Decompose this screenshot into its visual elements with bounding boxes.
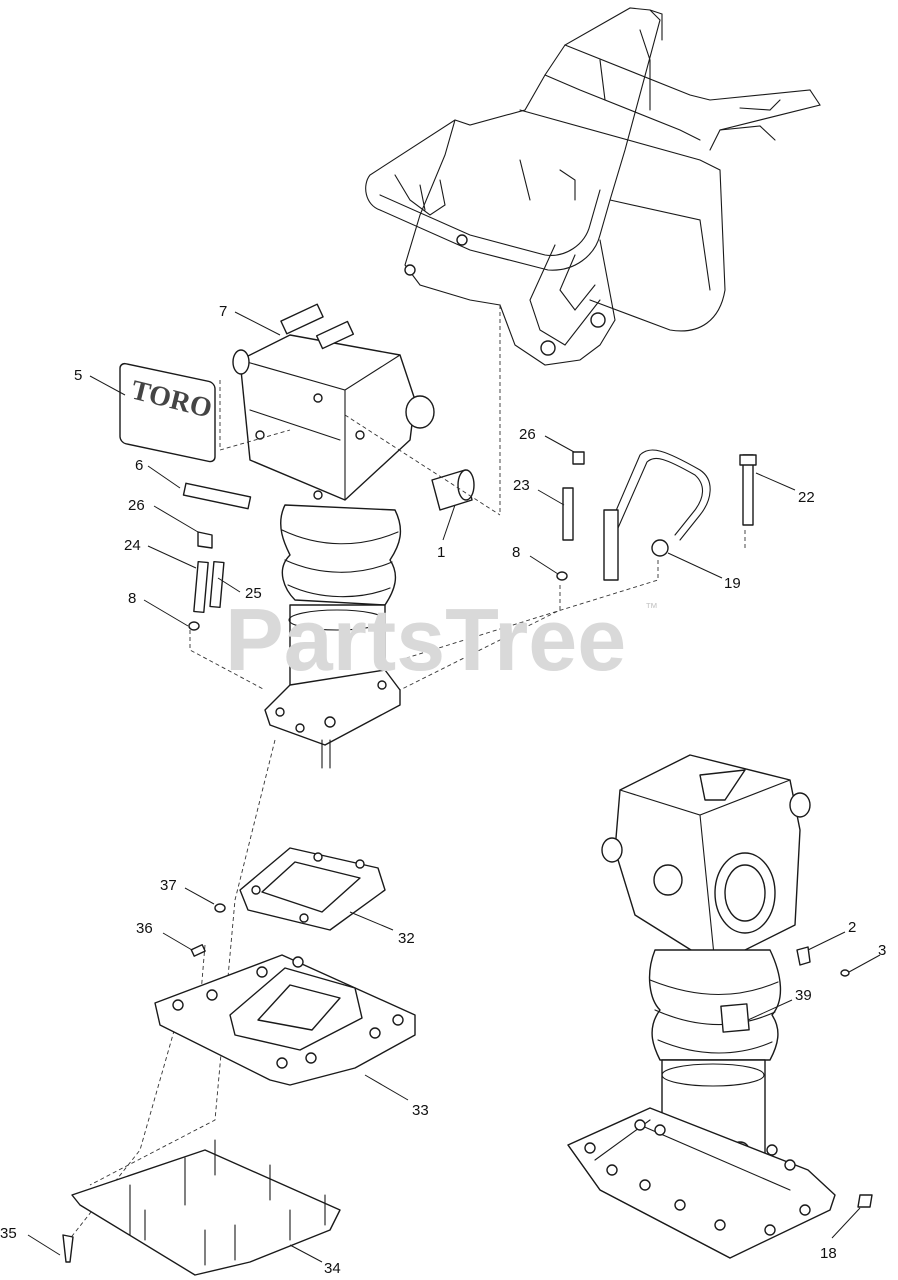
callout-39: 39: [795, 987, 812, 1004]
callout-34: 34: [324, 1260, 341, 1277]
callout-35: 35: [0, 1225, 17, 1242]
callout-26-left: 26: [128, 497, 145, 514]
callout-25: 25: [245, 585, 262, 602]
part-6-decal-strip: [182, 482, 252, 510]
callout-6: 6: [135, 457, 143, 474]
handle-frame: [365, 7, 821, 366]
part-32-gasket: [239, 847, 386, 931]
callout-leaders: [27, 311, 881, 1263]
watermark: PartsTree ™: [225, 590, 658, 689]
callout-19: 19: [724, 575, 741, 592]
callout-8-left: 8: [128, 590, 136, 607]
right-bolt-set: [556, 451, 757, 581]
watermark-trademark: ™: [645, 600, 658, 615]
callout-22: 22: [798, 489, 815, 506]
callout-labels: 7 5 6 26 24 25 8 1 26 23 8 22 19 37 36 3…: [0, 303, 886, 1277]
callout-5: 5: [74, 367, 82, 384]
callout-37: 37: [160, 877, 177, 894]
upper-rammer-assembly: [232, 303, 435, 769]
part-34-rubber-plate: [71, 1139, 341, 1276]
callout-2: 2: [848, 919, 856, 936]
callout-7: 7: [219, 303, 227, 320]
watermark-text: PartsTree: [225, 590, 626, 689]
callout-18: 18: [820, 1245, 837, 1262]
callout-1: 1: [437, 544, 445, 561]
part-33-shoe-plate: [154, 954, 416, 1086]
callout-23: 23: [513, 477, 530, 494]
callout-8-right: 8: [512, 544, 520, 561]
part-5-logo-decal: TORO: [119, 362, 216, 463]
assembled-rammer: [567, 754, 873, 1259]
part-1-cylinder-plug: [431, 469, 475, 511]
left-bolt-set: [188, 531, 225, 631]
callout-36: 36: [136, 920, 153, 937]
small-fasteners: [62, 903, 226, 1263]
callout-32: 32: [398, 930, 415, 947]
callout-26-right: 26: [519, 426, 536, 443]
callout-33: 33: [412, 1102, 429, 1119]
part-19-handle-pipe: [603, 449, 711, 581]
callout-24: 24: [124, 537, 141, 554]
callout-3: 3: [878, 942, 886, 959]
